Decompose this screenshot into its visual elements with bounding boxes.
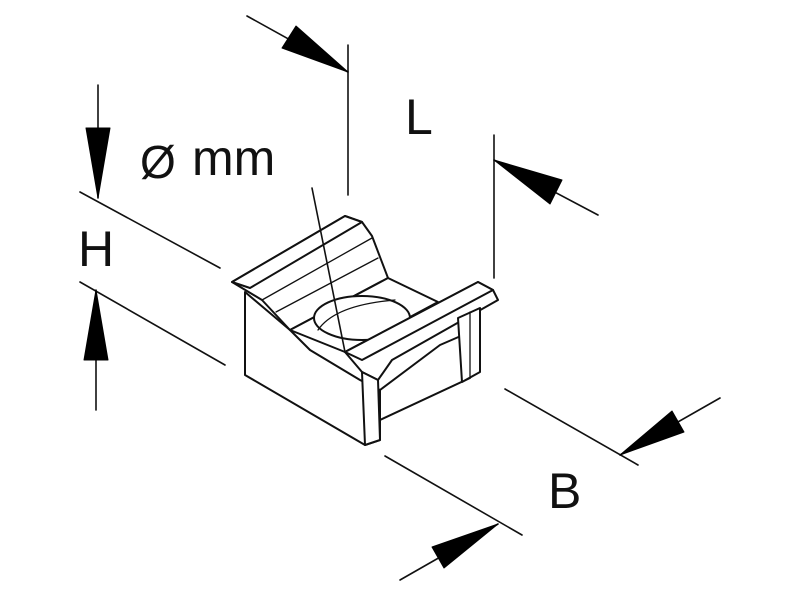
label-diameter-unit: mm bbox=[192, 130, 275, 186]
b-arrow-lower bbox=[431, 523, 499, 569]
diameter-leader-line bbox=[311, 187, 346, 353]
h-extension-line-top bbox=[79, 191, 221, 269]
h-arrow-top bbox=[85, 127, 111, 199]
mount-front-rail-top bbox=[344, 281, 494, 361]
b-arrow-upper bbox=[619, 410, 685, 456]
dimension-h bbox=[79, 84, 226, 411]
label-b: B bbox=[548, 463, 581, 519]
mount-back-rail-top bbox=[231, 215, 363, 289]
l-arrow-right bbox=[493, 159, 563, 205]
h-arrow-bottom bbox=[83, 289, 109, 361]
l-arrow-left bbox=[281, 25, 349, 73]
mount-front-leg bbox=[361, 371, 381, 446]
label-h: H bbox=[78, 221, 114, 277]
b-extension-line-upper bbox=[504, 388, 639, 466]
label-l: L bbox=[405, 89, 433, 145]
b-extension-line-lower bbox=[384, 455, 523, 536]
mount-hole-inner-edge bbox=[317, 299, 396, 331]
h-extension-line-bottom bbox=[79, 281, 226, 366]
cable-tie-mount bbox=[231, 215, 499, 446]
dimension-b bbox=[384, 388, 721, 581]
dimension-l bbox=[246, 15, 599, 279]
mount-right-leg-front bbox=[457, 307, 481, 383]
mount-back-rail-groove bbox=[275, 257, 379, 313]
mount-back-rail-inner-edge bbox=[261, 237, 373, 301]
label-diameter-symbol: Ø bbox=[140, 136, 176, 188]
